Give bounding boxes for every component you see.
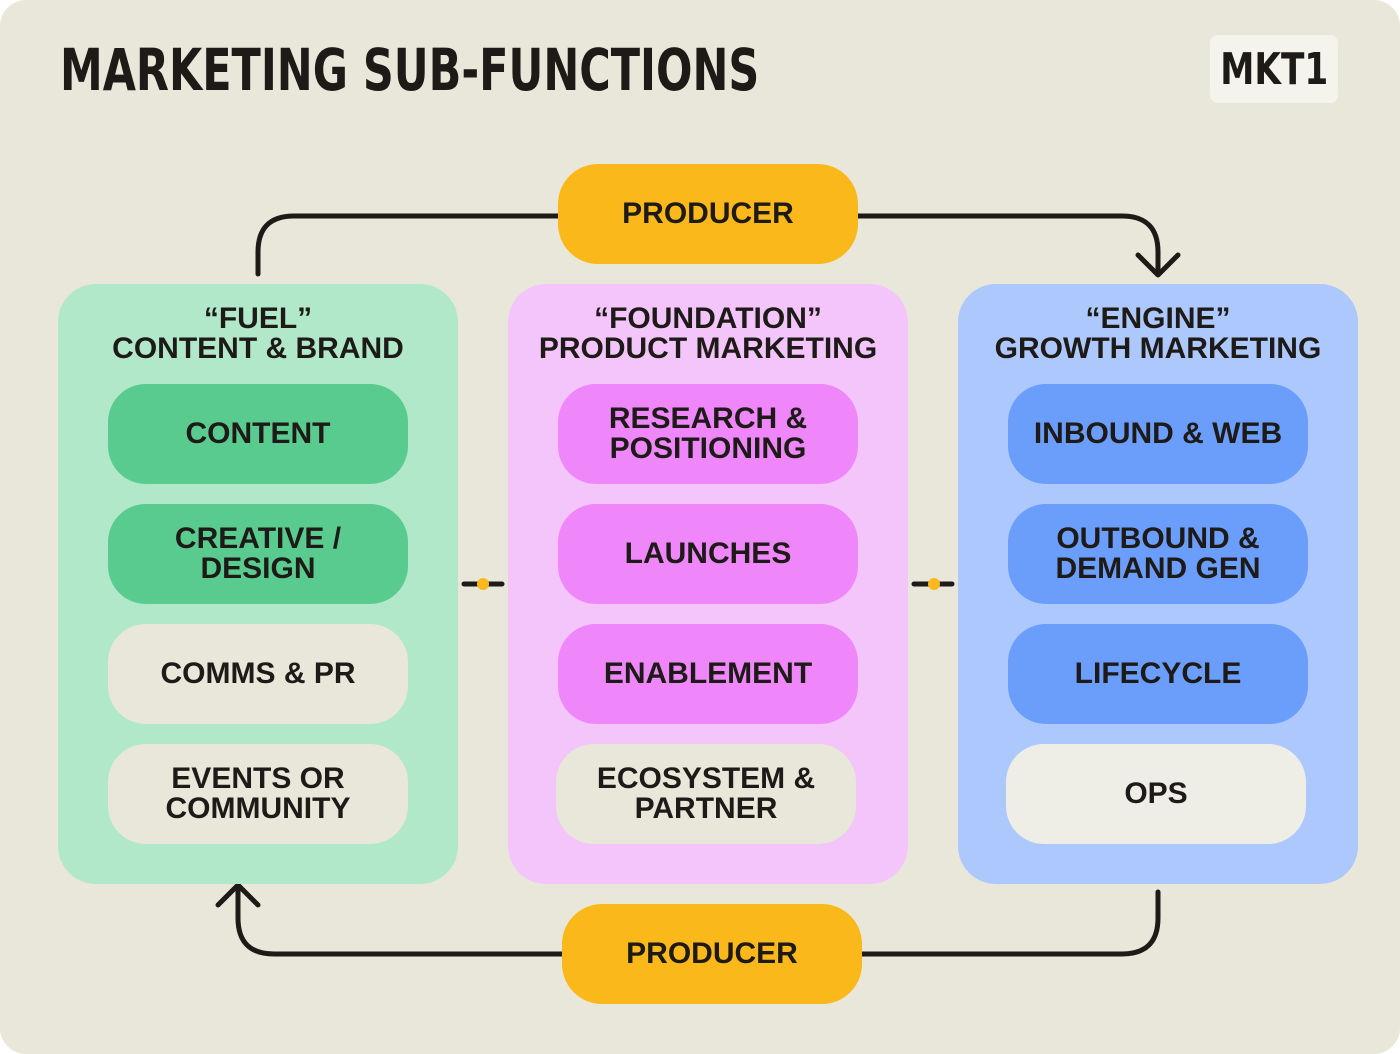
top-flow-line-right: [853, 213, 1161, 277]
item-enablement: ENABLEMENT: [558, 624, 858, 724]
item-comms-pr: COMMS & PR: [108, 624, 408, 724]
producer-bottom-pill: PRODUCER: [562, 904, 862, 1004]
item-research-positioning: RESEARCH & POSITIONING: [558, 384, 858, 484]
item-ecosystem-partner: ECOSYSTEM & PARTNER: [556, 744, 856, 844]
item-inbound-web: INBOUND & WEB: [1008, 384, 1308, 484]
item-content: CONTENT: [108, 384, 408, 484]
bottom-flow-line-right: [857, 889, 1161, 957]
item-lifecycle: LIFECYCLE: [1008, 624, 1308, 724]
producer-top-pill: PRODUCER: [558, 164, 858, 264]
foundation-panel: “FOUNDATION” PRODUCT MARKETING RESEARCH …: [508, 284, 908, 884]
item-creative-design: CREATIVE / DESIGN: [108, 504, 408, 604]
foundation-panel-name: PRODUCT MARKETING: [538, 332, 878, 365]
foundation-panel-header: “FOUNDATION” PRODUCT MARKETING: [508, 304, 908, 364]
bottom-flow-line-left: [235, 883, 567, 957]
page-title: MARKETING SUB-FUNCTIONS: [60, 36, 760, 104]
logo-text: MKT1: [1219, 43, 1329, 95]
engine-panel-quote: “ENGINE”: [1085, 302, 1231, 335]
item-outbound-demand-gen: OUTBOUND & DEMAND GEN: [1008, 504, 1308, 604]
fuel-panel-name: CONTENT & BRAND: [112, 332, 404, 365]
item-launches: LAUNCHES: [558, 504, 858, 604]
engine-panel: “ENGINE” GROWTH MARKETING INBOUND & WEB …: [958, 284, 1358, 884]
link-dot-left: [477, 578, 489, 590]
bottom-arrowhead: [215, 882, 261, 908]
top-flow-line-left: [255, 213, 563, 277]
top-arrowhead: [1135, 252, 1181, 278]
fuel-panel: “FUEL” CONTENT & BRAND CONTENT CREATIVE …: [58, 284, 458, 884]
item-events-community: EVENTS OR COMMUNITY: [108, 744, 408, 844]
fuel-panel-quote: “FUEL”: [203, 302, 313, 335]
engine-panel-name: GROWTH MARKETING: [994, 332, 1322, 365]
link-dot-right: [928, 578, 940, 590]
mkt1-logo: MKT1: [1210, 35, 1338, 103]
engine-panel-header: “ENGINE” GROWTH MARKETING: [958, 304, 1358, 364]
foundation-panel-quote: “FOUNDATION”: [594, 302, 822, 335]
fuel-panel-header: “FUEL” CONTENT & BRAND: [58, 304, 458, 364]
item-ops: OPS: [1006, 744, 1306, 844]
